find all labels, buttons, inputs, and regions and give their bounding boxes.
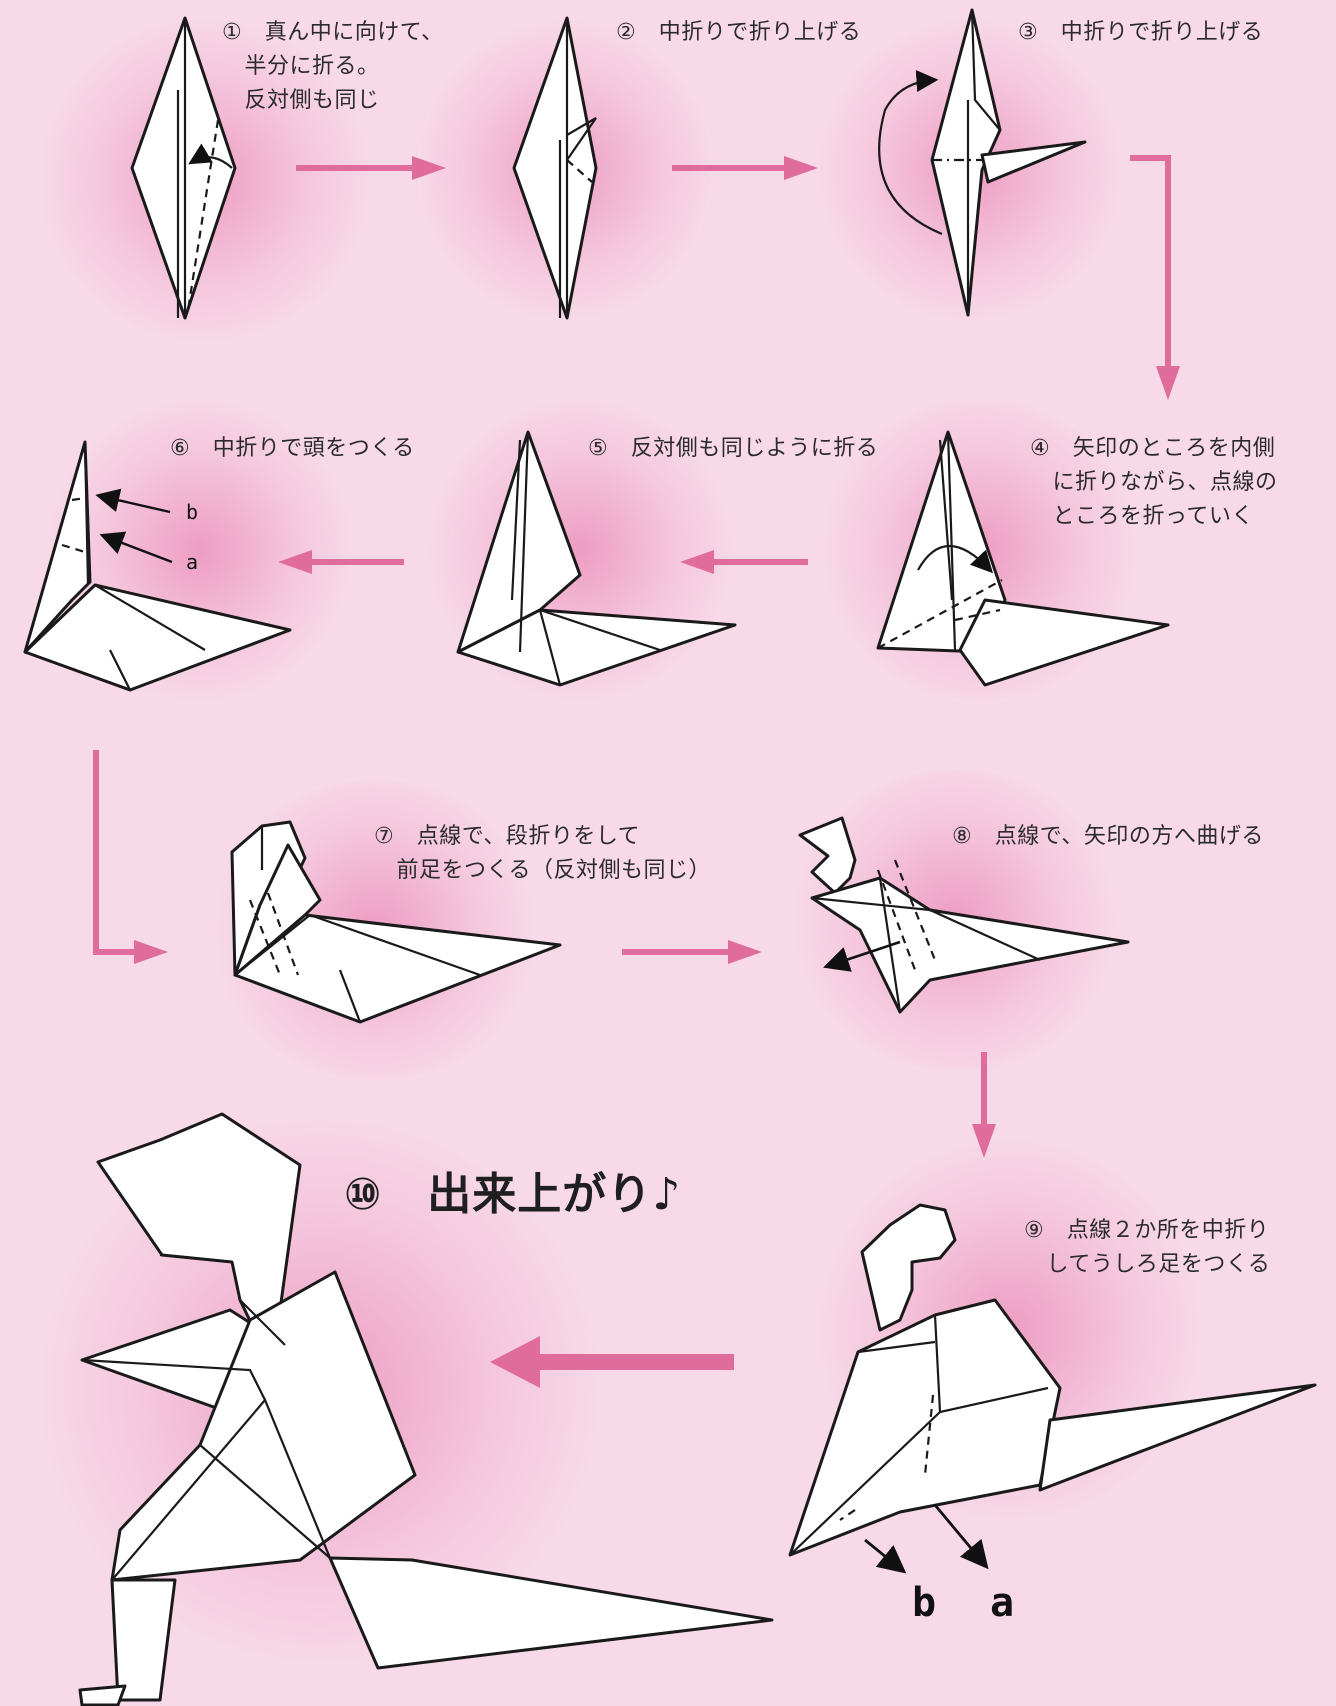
arrow-right-icon: [672, 156, 818, 180]
step10-figure: [78, 1112, 774, 1706]
step7-instruction: ⑦ 点線で、段折りをして 前足をつくる（反対側も同じ）: [374, 824, 712, 883]
arrow-down-icon: [1130, 155, 1180, 400]
step4-instruction: ④ 矢印のところを内側 に折りながら、点線の ところを折っていく: [1030, 436, 1278, 529]
step4-figure: [876, 430, 1170, 687]
step2-figure: [512, 16, 598, 320]
arrow-down-icon: [972, 1052, 996, 1158]
step1-figure: [130, 16, 237, 320]
step5-figure: [456, 430, 737, 687]
step8-instruction: ⑧ 点線で、矢印の方へ曲げる: [952, 824, 1264, 849]
step1-instruction: ① 真ん中に向けて、 半分に折る。 反対側も同じ: [222, 20, 444, 113]
step5-instruction: ⑤ 反対側も同じように折る: [588, 436, 879, 461]
arrow-left-icon: [490, 1336, 734, 1388]
arrow-down-right-icon: [93, 750, 168, 964]
step3-instruction: ③ 中折りで折り上げる: [1018, 20, 1264, 45]
step6-label-a: a: [186, 550, 199, 574]
step9-instruction: ⑨ 点線２か所を中折り してうしろ足をつくる: [1024, 1218, 1271, 1277]
arrow-right-icon: [622, 940, 762, 964]
step8-figure: [798, 816, 1130, 1014]
step6-figure: [23, 440, 292, 692]
step6-label-b: b: [186, 500, 199, 524]
step9-label-b: b: [912, 1580, 937, 1626]
step6-instruction: ⑥ 中折りで頭をつくる: [170, 436, 415, 461]
step3-figure: [878, 8, 1087, 317]
step9-label-a: a: [990, 1580, 1015, 1626]
arrow-left-icon: [680, 550, 808, 574]
step9-figure: [788, 1203, 1317, 1574]
step7-figure: [230, 820, 562, 1024]
step2-instruction: ② 中折りで折り上げる: [616, 20, 862, 45]
arrow-left-icon: [278, 550, 404, 574]
arrow-right-icon: [296, 156, 446, 180]
step10-title: ⑩ 出来上がり♪: [344, 1169, 682, 1220]
